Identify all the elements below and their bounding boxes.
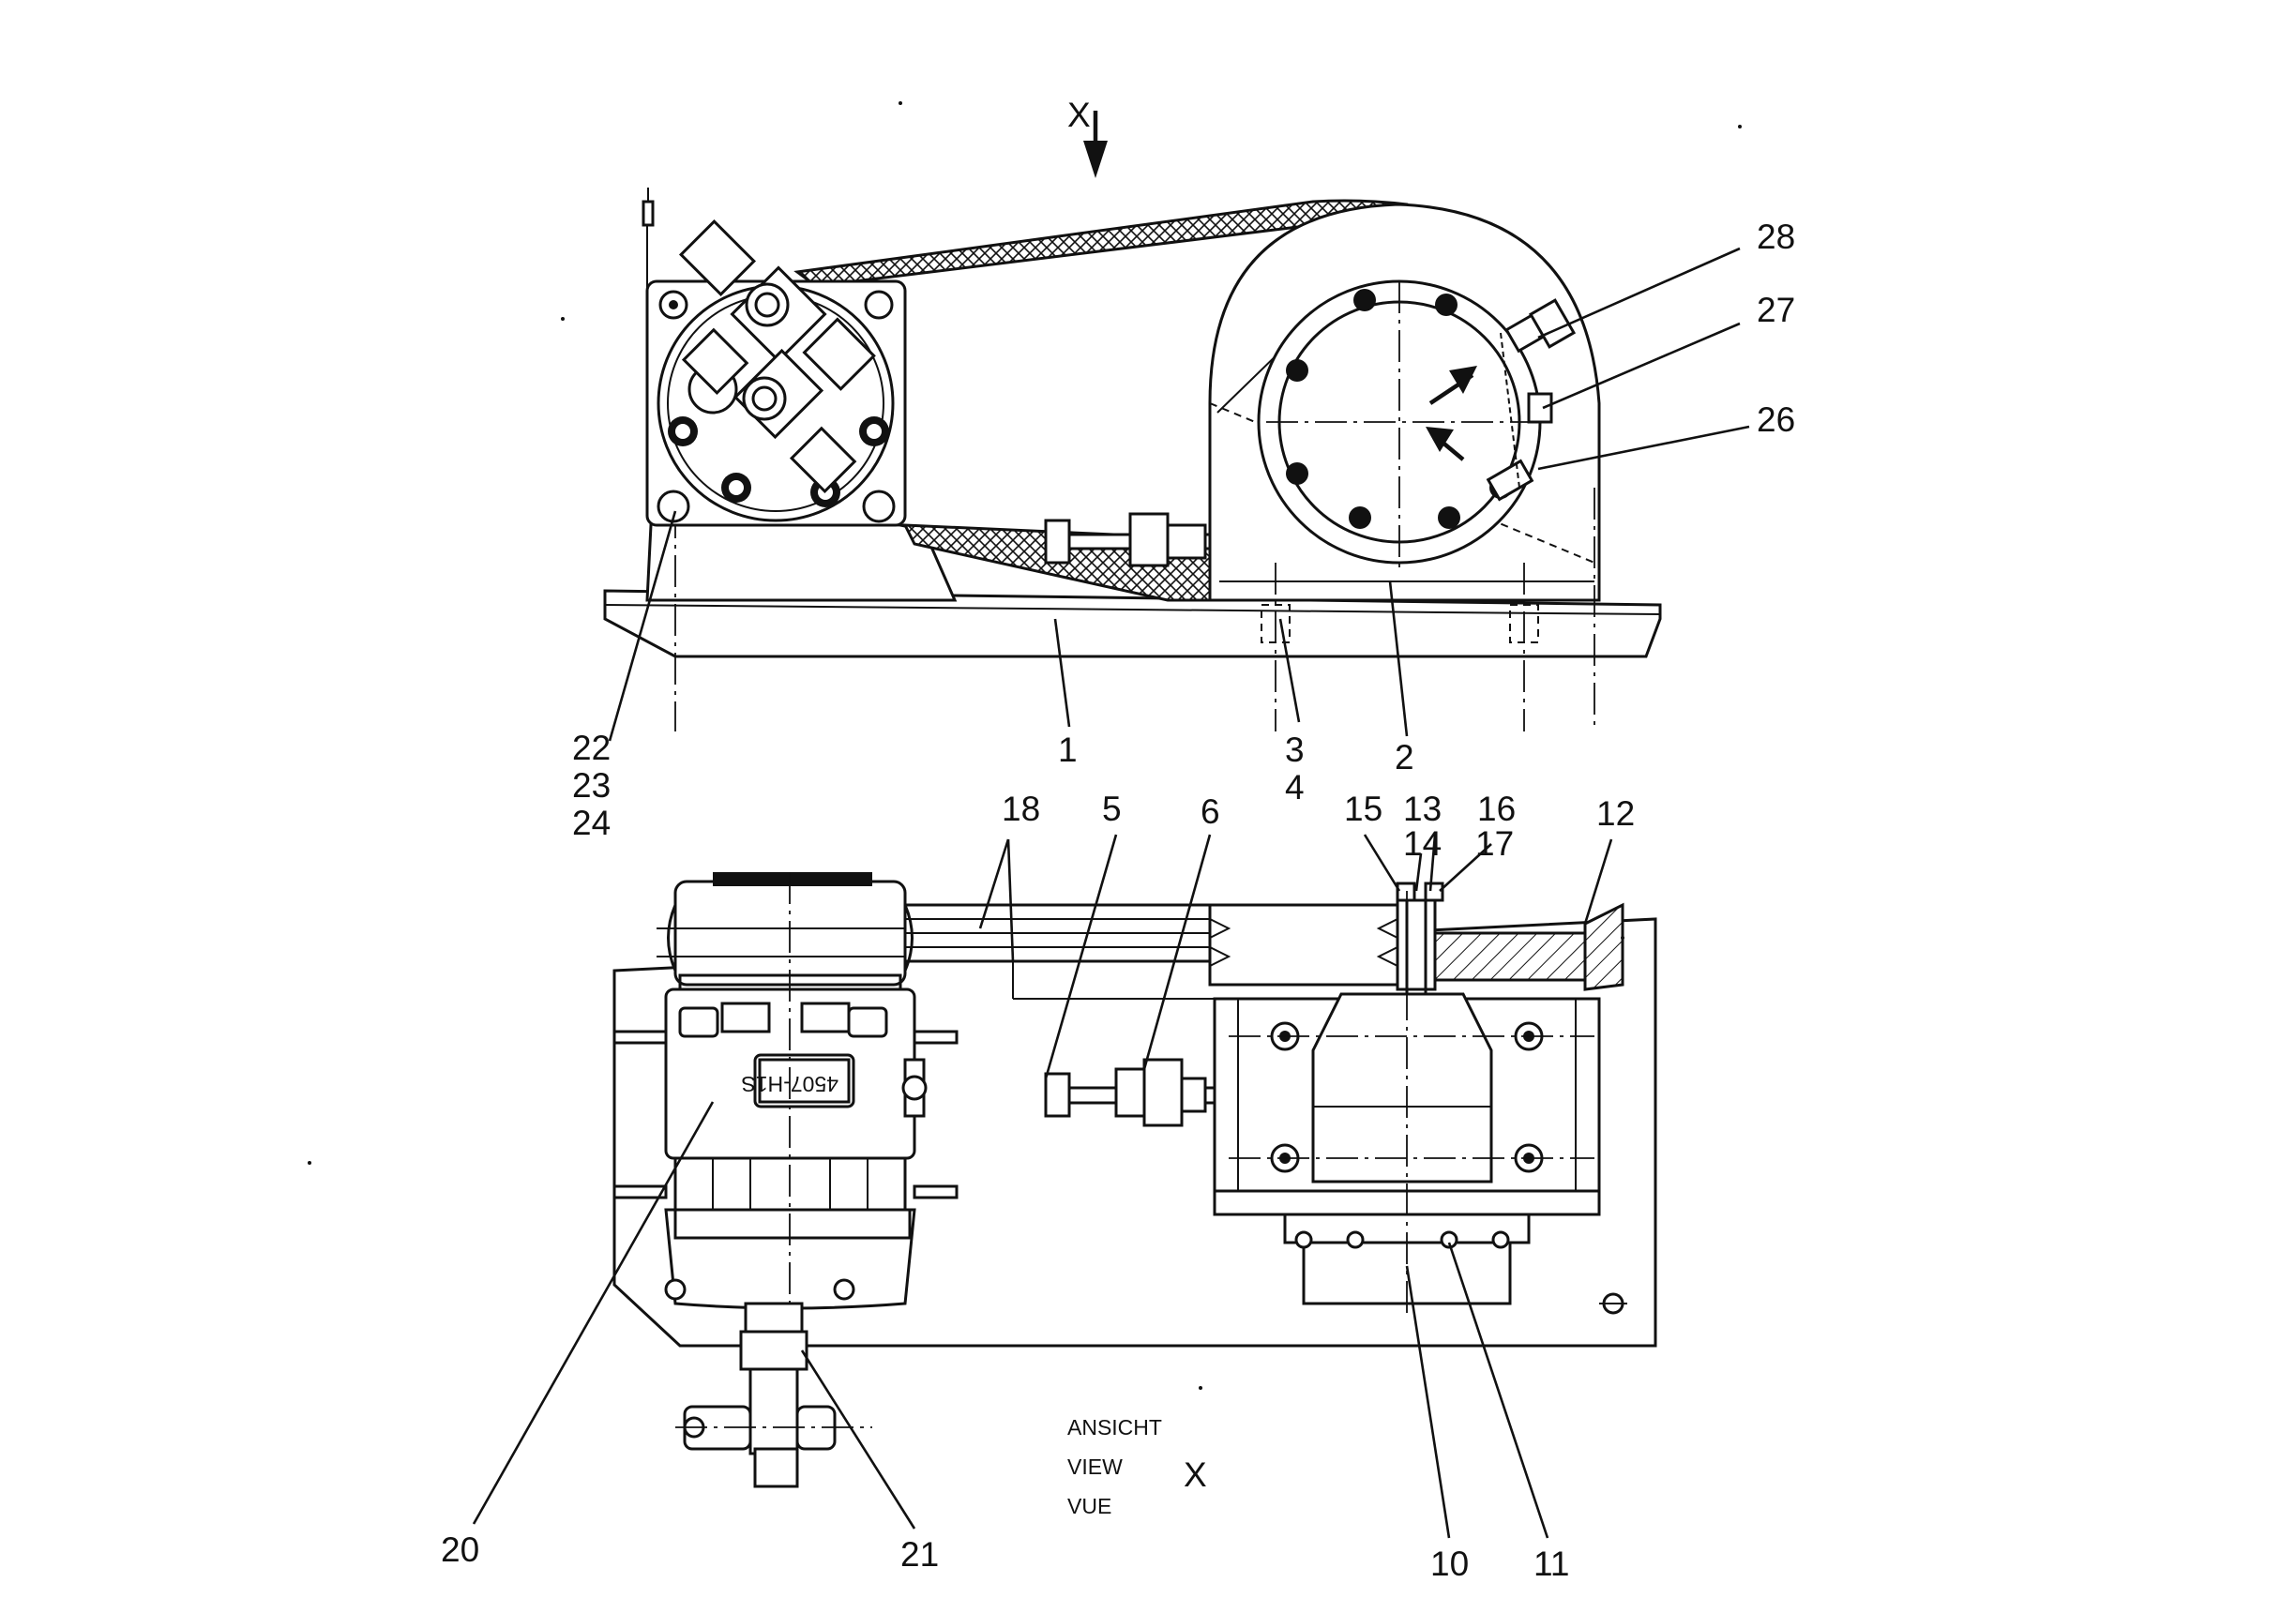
callout-18: 18 <box>1002 790 1040 828</box>
callout-2: 2 <box>1395 738 1414 776</box>
callout-14: 14 <box>1403 824 1442 863</box>
callout-20: 20 <box>441 1530 479 1569</box>
caption-ansicht: ANSICHT <box>1067 1415 1162 1440</box>
scan-specks <box>308 101 1742 1390</box>
view-caption: ANSICHT VIEW VUE X <box>1067 1415 1207 1518</box>
compressor-body-plan: 4507-H1S <box>612 872 959 1350</box>
callout-23: 23 <box>572 766 611 805</box>
sensor-connectors <box>1486 298 1577 502</box>
callout-24: 24 <box>572 804 611 842</box>
view-marker-label: X <box>1067 96 1091 134</box>
callout-labels: 28 27 26 1 2 3 4 22 23 24 18 5 6 15 13 1… <box>441 218 1795 1583</box>
side-elevation-view: X <box>603 96 1662 731</box>
callout-1: 1 <box>1058 731 1078 769</box>
base-mounting-bolts <box>674 488 1595 731</box>
motor-frame-plan <box>1213 891 1627 1315</box>
view-direction-arrow: X <box>1067 96 1108 178</box>
callout-6: 6 <box>1201 792 1220 831</box>
callout-5: 5 <box>1102 790 1122 828</box>
motor-flange <box>1257 279 1542 572</box>
callout-15: 15 <box>1344 790 1382 828</box>
callout-11: 11 <box>1533 1545 1569 1583</box>
callout-4: 4 <box>1285 768 1305 806</box>
callout-3: 3 <box>1285 731 1305 769</box>
callout-10: 10 <box>1430 1545 1469 1583</box>
leader-lines <box>472 247 1750 1539</box>
callout-21: 21 <box>900 1535 939 1574</box>
callout-28: 28 <box>1757 218 1795 256</box>
top-view-x: 4507-H1S <box>612 872 1657 1518</box>
callout-17: 17 <box>1475 824 1514 863</box>
tensioner-bolt-plan <box>1044 1058 1221 1127</box>
belt-tensioner-bolt <box>1044 512 1212 567</box>
compressor-head <box>642 188 907 527</box>
motor-pulley-section <box>1208 882 1624 994</box>
caption-vue: VUE <box>1067 1494 1111 1518</box>
callout-26: 26 <box>1757 400 1795 439</box>
caption-view: VIEW <box>1067 1455 1123 1479</box>
discharge-fitting <box>675 1302 872 1488</box>
callout-22: 22 <box>572 729 611 767</box>
caption-letter: X <box>1184 1455 1207 1494</box>
callout-12: 12 <box>1596 794 1635 833</box>
compressor-pulley <box>657 872 914 991</box>
callout-16: 16 <box>1477 790 1516 828</box>
callout-27: 27 <box>1757 291 1795 329</box>
callout-13: 13 <box>1403 790 1442 828</box>
